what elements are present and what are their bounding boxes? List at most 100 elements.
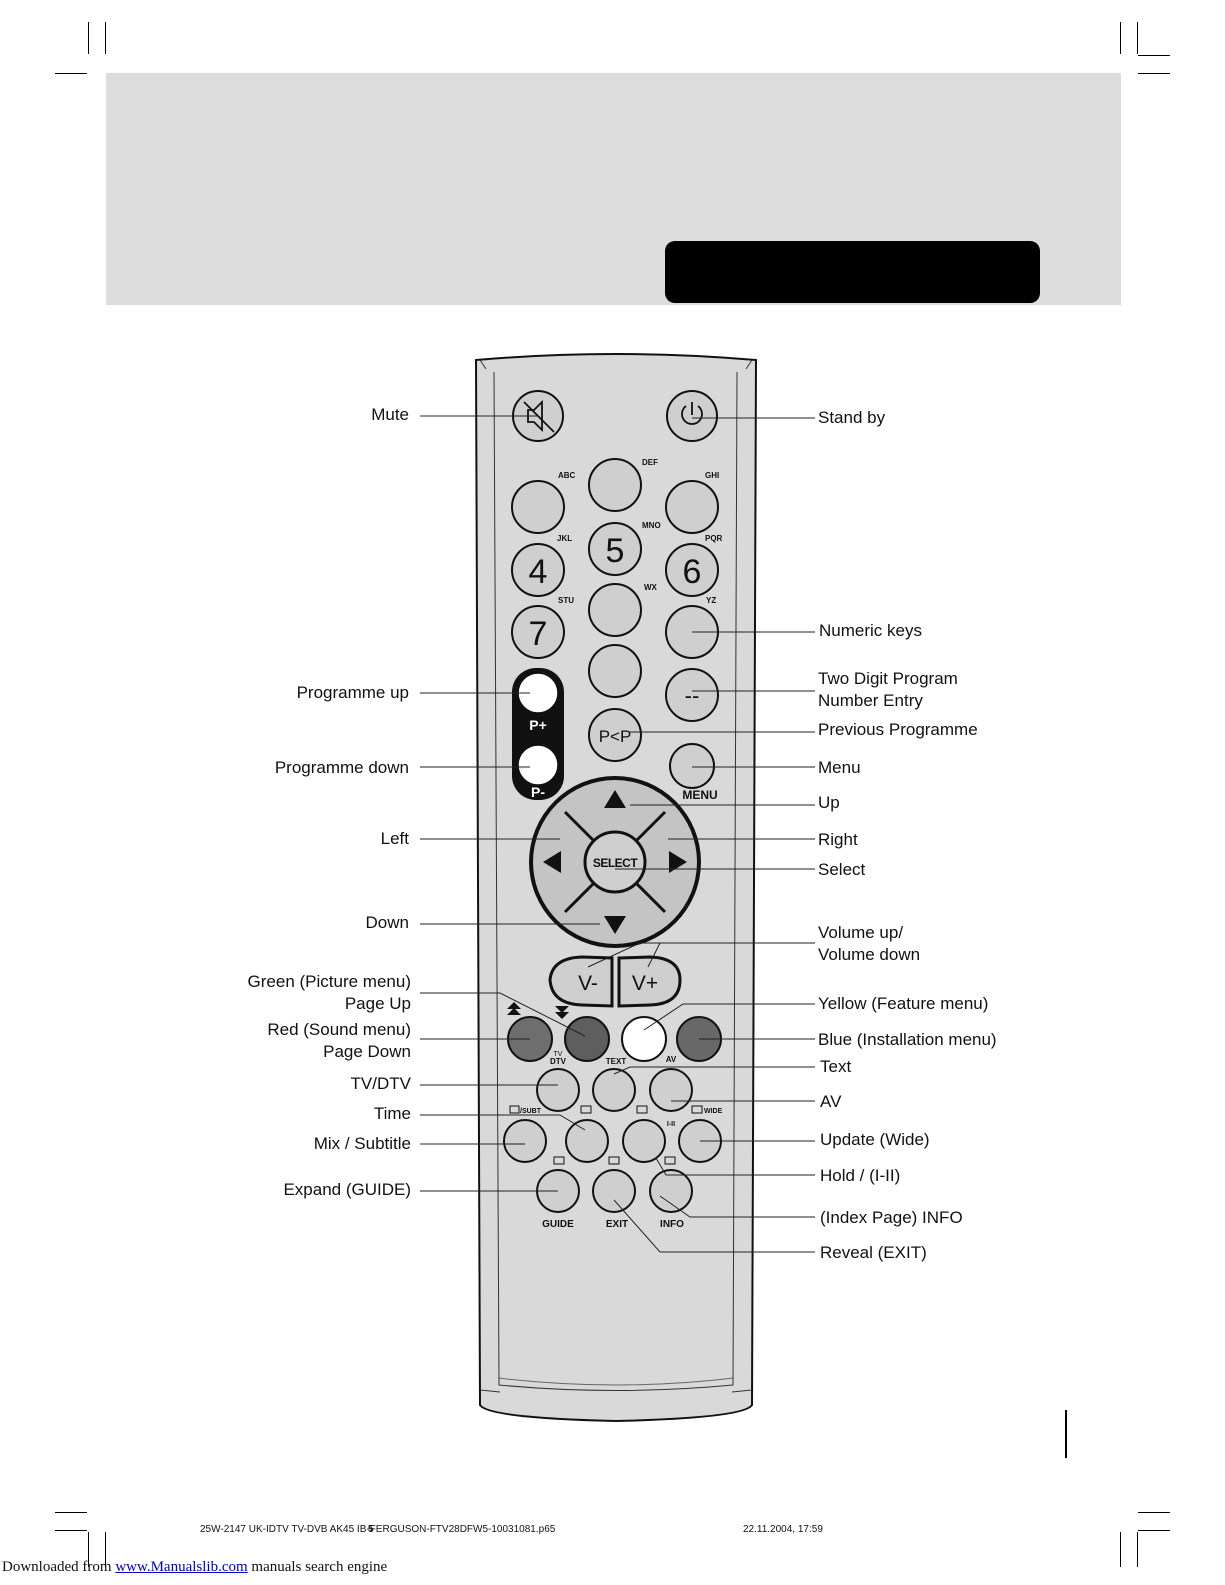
hold-button bbox=[622, 1119, 666, 1163]
svg-text:SELECT: SELECT bbox=[593, 856, 639, 870]
label-blue: Blue (Installation menu) bbox=[818, 1030, 997, 1049]
crop-mark bbox=[1137, 1532, 1138, 1567]
key-7-digit: 7 bbox=[529, 615, 548, 653]
download-watermark: Downloaded from www.Manualslib.com manua… bbox=[2, 1559, 387, 1576]
crop-mark bbox=[1138, 1530, 1170, 1531]
label-right: Right bbox=[818, 830, 858, 849]
svg-text:--: -- bbox=[685, 683, 700, 708]
crop-mark bbox=[1138, 1512, 1170, 1513]
crop-mark bbox=[55, 73, 87, 74]
index-icon bbox=[664, 1156, 676, 1165]
svg-text:GUIDE: GUIDE bbox=[542, 1219, 574, 1230]
label-up: Up bbox=[818, 793, 840, 812]
footer-file-info: 25W-2147 UK-IDTV TV-DVB AK45 IB-FERGUSON… bbox=[200, 1524, 556, 1535]
remote-inner-edge bbox=[493, 371, 738, 1391]
key-5: 5 bbox=[588, 522, 642, 576]
label-standby: Stand by bbox=[818, 408, 886, 427]
av-button bbox=[649, 1068, 693, 1112]
label-numeric: Numeric keys bbox=[819, 621, 922, 640]
label-tvdtv: TV/DTV bbox=[350, 1074, 411, 1093]
left-arrow-icon bbox=[543, 851, 561, 873]
label-mix-subtitle: Mix / Subtitle bbox=[313, 1134, 411, 1153]
svg-text:TEXT: TEXT bbox=[606, 1057, 627, 1066]
label-programme-up: Programme up bbox=[296, 683, 409, 702]
label-red-2: Page Down bbox=[323, 1042, 411, 1061]
label-green-2: Page Up bbox=[344, 994, 411, 1013]
section-title-bar bbox=[665, 241, 1040, 303]
crop-mark bbox=[1138, 55, 1170, 56]
svg-text:WX: WX bbox=[644, 583, 658, 592]
svg-text:TV: TV bbox=[554, 1051, 563, 1058]
svg-text:V+: V+ bbox=[632, 972, 658, 995]
label-left: Left bbox=[380, 829, 409, 848]
label-volume-2: Volume down bbox=[818, 945, 921, 964]
key-3 bbox=[665, 480, 719, 534]
svg-text:DEF: DEF bbox=[642, 458, 658, 467]
time-icon bbox=[580, 1105, 592, 1114]
info-button bbox=[649, 1169, 693, 1213]
page-edge-bar bbox=[1065, 1410, 1067, 1458]
wide-icon bbox=[691, 1105, 703, 1114]
mix-icon bbox=[509, 1105, 520, 1114]
crop-mark bbox=[55, 1530, 87, 1531]
label-green-1: Green (Picture menu) bbox=[247, 972, 411, 991]
menu-button: MENU bbox=[669, 743, 718, 802]
svg-text:YZ: YZ bbox=[706, 596, 716, 605]
crop-mark bbox=[105, 1532, 106, 1567]
label-mute: Mute bbox=[371, 405, 409, 424]
svg-text:JKL: JKL bbox=[557, 534, 572, 543]
reveal-icon bbox=[608, 1156, 620, 1165]
green-button bbox=[564, 1016, 610, 1062]
key-4-digit: 4 bbox=[529, 553, 548, 591]
mix-subtitle-button bbox=[503, 1119, 547, 1163]
crop-mark bbox=[55, 1512, 87, 1513]
label-two-digit-2: Number Entry bbox=[818, 691, 923, 710]
navigation-pad: SELECT bbox=[529, 776, 701, 948]
select-button bbox=[583, 830, 647, 894]
key-6: 6 bbox=[665, 543, 719, 597]
crop-mark bbox=[88, 22, 89, 54]
svg-text:ABC: ABC bbox=[558, 471, 576, 480]
label-two-digit-1: Two Digit Program bbox=[818, 669, 958, 688]
label-menu: Menu bbox=[818, 758, 861, 777]
footer-date-time: 22.11.2004, 17:59 bbox=[743, 1524, 823, 1535]
crop-mark bbox=[1137, 22, 1138, 54]
svg-text:WIDE: WIDE bbox=[704, 1108, 723, 1115]
key-2 bbox=[588, 458, 642, 512]
time-button bbox=[565, 1119, 609, 1163]
up-arrow-icon bbox=[604, 790, 626, 808]
watermark-suffix: manuals search engine bbox=[251, 1559, 388, 1575]
svg-text:P-: P- bbox=[531, 784, 545, 800]
svg-text:GHI: GHI bbox=[705, 471, 719, 480]
crop-mark bbox=[1120, 1532, 1121, 1567]
label-av: AV bbox=[820, 1092, 842, 1111]
svg-text:STU: STU bbox=[558, 596, 574, 605]
svg-text:P<P: P<P bbox=[599, 727, 632, 746]
label-previous: Previous Programme bbox=[818, 720, 978, 739]
svg-text:AV: AV bbox=[666, 1055, 677, 1064]
label-down: Down bbox=[365, 913, 409, 932]
svg-text:EXIT: EXIT bbox=[606, 1219, 628, 1230]
yellow-button bbox=[621, 1016, 667, 1062]
crop-mark bbox=[1120, 22, 1121, 54]
key-6-digit: 6 bbox=[683, 553, 702, 591]
label-text: Text bbox=[820, 1057, 852, 1076]
svg-text:P+: P+ bbox=[529, 717, 547, 733]
key-1 bbox=[511, 480, 565, 534]
two-digit-button: -- bbox=[665, 668, 719, 722]
pp-button: P<P bbox=[588, 708, 642, 762]
label-red-1: Red (Sound menu) bbox=[267, 1020, 411, 1039]
crop-mark bbox=[88, 1532, 89, 1567]
svg-text:V-: V- bbox=[578, 972, 598, 995]
volume-up-button: V+ bbox=[617, 955, 682, 1008]
manualslib-link[interactable]: www.Manualslib.com bbox=[115, 1559, 248, 1575]
svg-text:PQR: PQR bbox=[705, 534, 723, 543]
label-volume-1: Volume up/ bbox=[818, 923, 904, 942]
label-reveal: Reveal (EXIT) bbox=[820, 1243, 927, 1262]
label-time: Time bbox=[373, 1104, 411, 1123]
label-yellow: Yellow (Feature menu) bbox=[818, 994, 989, 1013]
label-index: (Index Page) INFO bbox=[820, 1208, 963, 1227]
label-update: Update (Wide) bbox=[820, 1130, 930, 1149]
text-button bbox=[592, 1068, 636, 1112]
